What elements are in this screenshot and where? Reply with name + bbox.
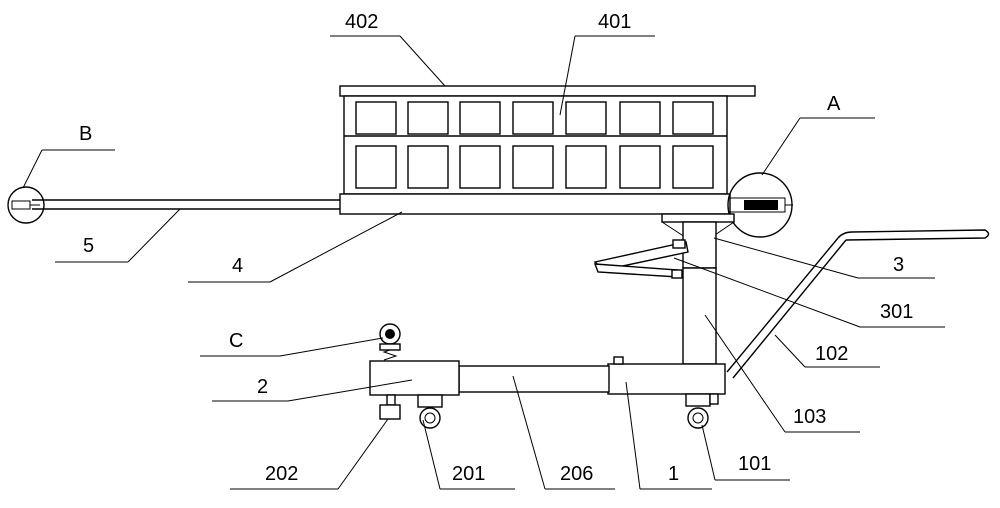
label-4: 4 <box>232 255 243 277</box>
rack-cell <box>407 101 449 135</box>
label-102: 102 <box>815 343 848 365</box>
rack-cell <box>512 101 554 135</box>
rack-cell <box>407 145 449 189</box>
rack-cell <box>619 101 661 135</box>
rack-cell <box>355 145 397 189</box>
rod-5 <box>32 199 340 210</box>
label-b: B <box>79 123 92 145</box>
detail-circle-b <box>7 186 45 224</box>
detail-c <box>379 323 401 361</box>
rack-cell <box>672 145 714 189</box>
label-2: 2 <box>257 376 268 398</box>
label-1: 1 <box>668 463 679 485</box>
label-103: 103 <box>793 406 826 428</box>
lever-301 <box>593 239 689 279</box>
label-201: 201 <box>452 463 485 485</box>
rack-cell <box>459 101 501 135</box>
handle-102 <box>726 229 990 379</box>
wheel-201 <box>417 394 443 429</box>
leader-lines <box>22 35 945 490</box>
label-301: 301 <box>880 301 913 323</box>
housing-2 <box>369 360 460 396</box>
column-103 <box>661 213 735 365</box>
rack-cell <box>459 145 501 189</box>
detail-circle-a <box>727 172 793 238</box>
foot-202 <box>379 394 401 420</box>
rack-cell <box>672 101 714 135</box>
label-3: 3 <box>893 254 904 276</box>
label-206: 206 <box>560 463 593 485</box>
rack-cell <box>355 101 397 135</box>
base-1-cap <box>613 356 624 365</box>
base-1 <box>607 363 726 395</box>
label-401: 401 <box>598 11 631 33</box>
label-5: 5 <box>83 235 94 257</box>
rack-401 <box>339 85 756 195</box>
label-101: 101 <box>738 453 771 475</box>
label-202: 202 <box>265 463 298 485</box>
label-402: 402 <box>345 11 378 33</box>
rack-cell <box>619 145 661 189</box>
rack-cell <box>565 145 607 189</box>
rack-cell <box>565 101 607 135</box>
tube-206 <box>458 365 610 393</box>
wheel-101 <box>685 393 719 429</box>
label-c: C <box>229 330 243 352</box>
rack-cell <box>512 145 554 189</box>
label-a: A <box>827 93 841 115</box>
beam-4 <box>339 193 731 215</box>
